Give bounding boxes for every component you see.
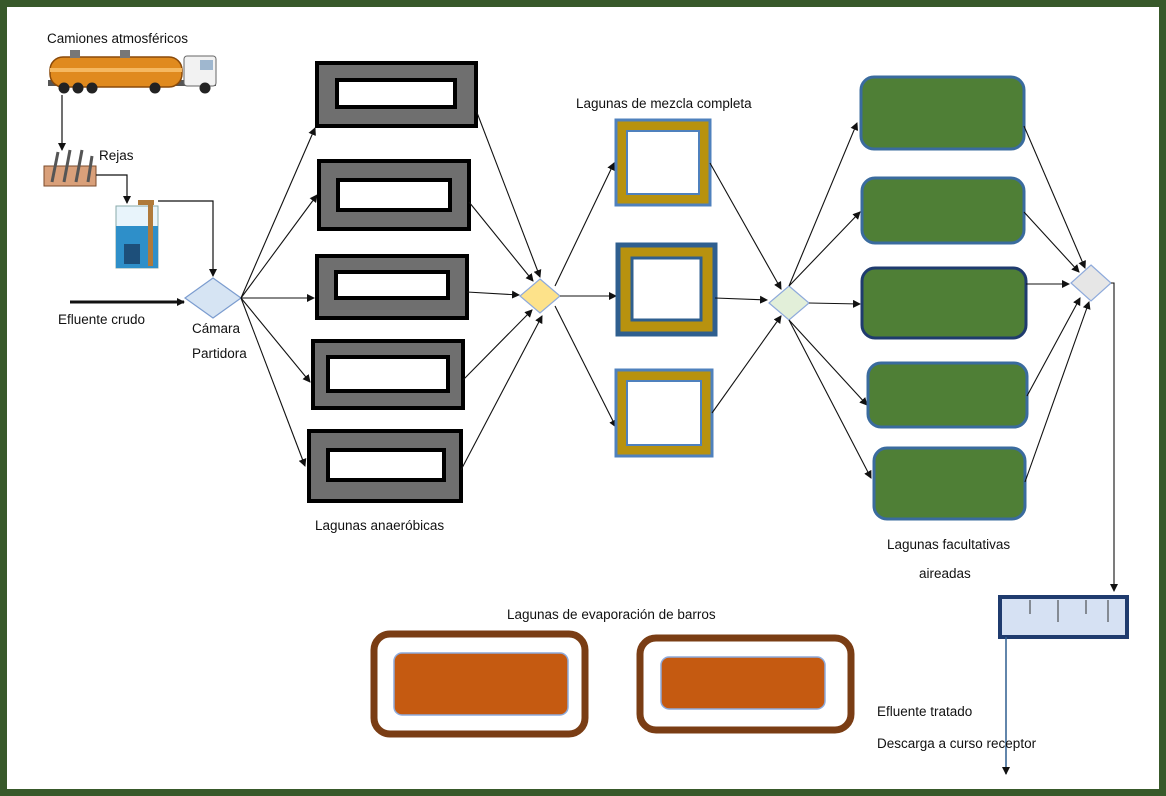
- facultative-pond: [859, 75, 1026, 151]
- flow-tank-to-splitter: [158, 200, 217, 277]
- splitter-label-line1: Cámara: [192, 321, 241, 336]
- flow-anaerobic-to-node2: [460, 109, 543, 471]
- pump-tank-icon: [115, 200, 159, 269]
- facultative-pond: [872, 446, 1027, 521]
- flow-to-meter: [1110, 282, 1118, 592]
- flow-meter: [998, 595, 1129, 639]
- screens-label: Rejas: [99, 148, 134, 163]
- complete-mix-pond: [615, 242, 718, 337]
- facultative-label-line1: Lagunas facultativas: [887, 537, 1010, 552]
- flow-splitter-to-anaerobic: [240, 127, 318, 467]
- screen-bars-icon: [43, 149, 97, 187]
- complete-mix-pond: [614, 118, 712, 207]
- facultative-pond: [866, 361, 1029, 429]
- flow-node2-to-mix: [554, 162, 617, 428]
- complete-mix-pond: [614, 368, 714, 458]
- splitter-chamber: [183, 277, 243, 319]
- facultative-label-line2: aireadas: [919, 566, 971, 581]
- flow-mix-to-node3: [709, 162, 782, 414]
- facultative-pond: [860, 266, 1028, 340]
- flow-node3-to-facultative: [788, 122, 872, 479]
- anaerobic-pond: [315, 61, 478, 128]
- anaerobic-label: Lagunas anaeróbicas: [315, 518, 444, 533]
- distribution-node: [519, 278, 561, 314]
- trucks-label: Camiones atmosféricos: [47, 31, 188, 46]
- flow-facultative-to-node4: [1023, 125, 1091, 483]
- treated-effluent-label: Efluente tratado: [877, 704, 972, 719]
- sludge-evaporation-pond: [370, 630, 589, 738]
- anaerobic-pond: [315, 254, 469, 320]
- sludge-evaporation-pond: [636, 634, 855, 734]
- collection-node: [1070, 264, 1112, 302]
- anaerobic-pond: [317, 159, 471, 231]
- complete-mix-label: Lagunas de mezcla completa: [576, 96, 752, 111]
- anaerobic-pond: [307, 429, 463, 503]
- sludge-label: Lagunas de evaporación de barros: [507, 607, 716, 622]
- splitter-label-line2: Partidora: [192, 346, 247, 361]
- facultative-pond: [860, 176, 1026, 245]
- flow-screens-to-tank: [96, 174, 131, 204]
- anaerobic-pond: [311, 339, 465, 410]
- distribution-node: [768, 285, 810, 321]
- raw-effluent-label: Efluente crudo: [58, 312, 145, 327]
- tanker-truck-icon: [48, 50, 217, 94]
- discharge-label: Descarga a curso receptor: [877, 736, 1037, 751]
